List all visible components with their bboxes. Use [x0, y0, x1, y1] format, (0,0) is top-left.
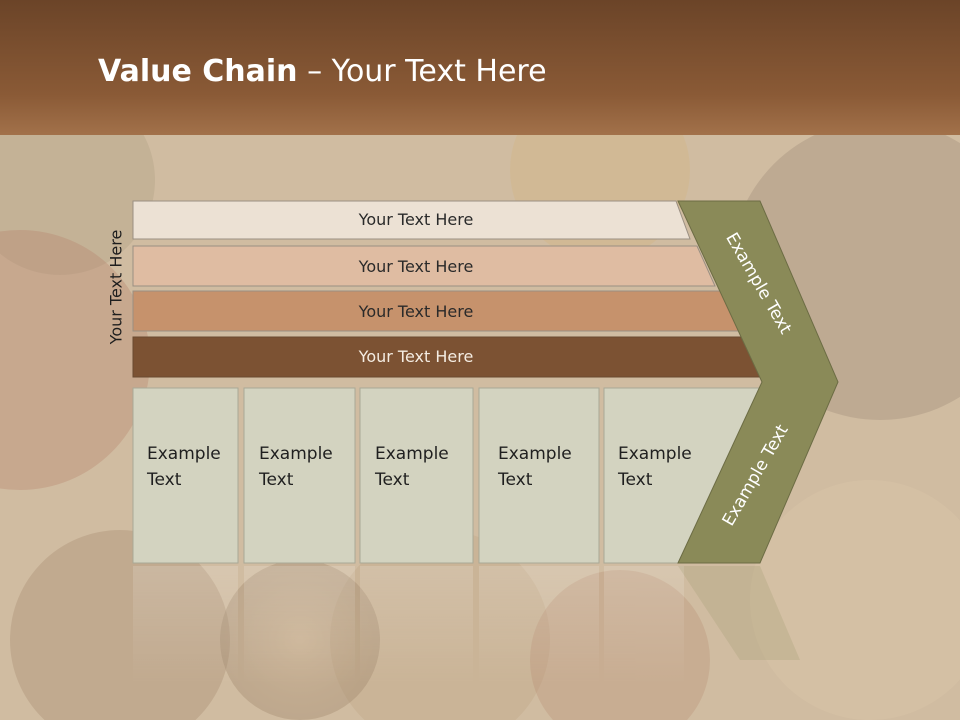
bar-3: Your Text Here — [132, 290, 740, 332]
box-1: Example Text — [132, 387, 239, 564]
box-4: Example Text — [478, 387, 600, 564]
box-3: Example Text — [359, 387, 474, 564]
header-band — [0, 0, 960, 135]
title-bold: Value Chain — [98, 54, 298, 89]
bar-3-label: Your Text Here — [358, 302, 474, 321]
bar-2-label: Your Text Here — [358, 257, 474, 276]
box-5-line2: Text — [617, 470, 653, 490]
bar-4: Your Text Here — [132, 336, 764, 378]
bar-1-label: Your Text Here — [358, 210, 474, 229]
boxes-reflection — [133, 566, 684, 686]
box-2-line1: Example — [259, 444, 333, 464]
box-4-line1: Example — [498, 444, 572, 464]
title-rest: – Your Text Here — [307, 54, 547, 89]
bar-1: Your Text Here — [132, 200, 691, 240]
box-1-line2: Text — [146, 470, 182, 490]
box-1-line1: Example — [147, 444, 221, 464]
box-2-line2: Text — [258, 470, 294, 490]
box-5-line1: Example — [618, 444, 692, 464]
bar-4-label: Your Text Here — [358, 347, 474, 366]
box-4-line2: Text — [497, 470, 533, 490]
bar-2: Your Text Here — [132, 245, 716, 287]
chevron-reflection — [678, 566, 800, 660]
box-2: Example Text — [243, 387, 356, 564]
slide-title: Value Chain – Your Text Here — [98, 54, 547, 89]
box-3-line2: Text — [374, 470, 410, 490]
box-3-line1: Example — [375, 444, 449, 464]
